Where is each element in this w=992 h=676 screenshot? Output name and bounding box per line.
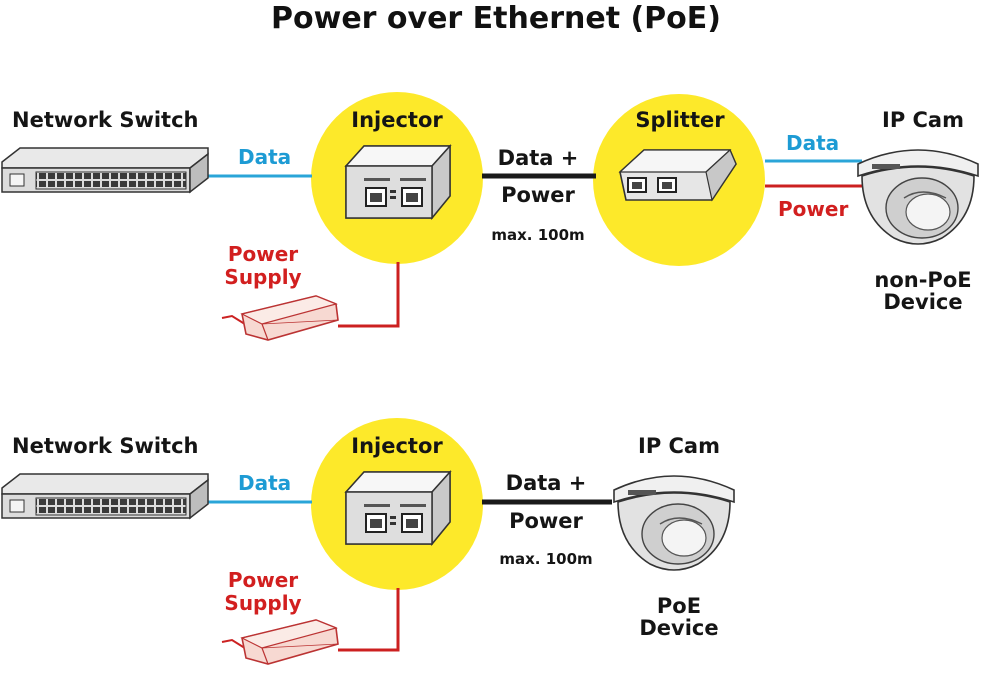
top-network-switch-icon <box>1 147 209 193</box>
diagram-title: Power over Ethernet (PoE) <box>271 1 721 36</box>
top-switch-label: Network Switch <box>12 108 199 132</box>
top-setup <box>1 92 979 341</box>
top-power-supply-line <box>338 262 400 328</box>
top-splitter-power-label: Power <box>778 197 849 221</box>
bottom-device-label-2: Device <box>639 616 719 640</box>
bottom-distance-label: max. 100m <box>499 550 593 568</box>
bottom-ip-camera-icon <box>613 475 735 571</box>
top-camera-label: IP Cam <box>882 108 964 132</box>
top-combined-label-2: Power <box>501 183 575 207</box>
top-power-supply-label-1: Power <box>227 242 299 266</box>
bottom-injector-icon <box>345 471 451 545</box>
top-combined-label-1: Data + <box>497 146 579 170</box>
top-device-label-1: non-PoE <box>874 268 972 292</box>
bottom-power-supply-label-2: Supply <box>224 591 302 615</box>
bottom-combined-label-2: Power <box>509 509 583 533</box>
top-data-label: Data <box>238 145 292 169</box>
bottom-power-supply-icon <box>221 619 339 665</box>
bottom-network-switch-icon <box>1 473 209 519</box>
bottom-device-label-1: PoE <box>656 594 702 618</box>
bottom-data-label: Data <box>238 471 292 495</box>
top-ip-camera-icon <box>857 149 979 245</box>
top-splitter-label: Splitter <box>635 108 725 132</box>
bottom-setup <box>1 418 735 665</box>
top-power-supply-icon <box>221 295 339 341</box>
top-device-label-2: Device <box>883 290 963 314</box>
top-injector-icon <box>345 145 451 219</box>
top-splitter-icon <box>618 148 737 202</box>
bottom-camera-label: IP Cam <box>638 434 720 458</box>
top-power-supply-label-2: Supply <box>224 265 302 289</box>
bottom-combined-label-1: Data + <box>505 471 587 495</box>
bottom-power-supply-label-1: Power <box>227 568 299 592</box>
bottom-injector-label: Injector <box>351 434 443 458</box>
bottom-switch-label: Network Switch <box>12 434 199 458</box>
top-distance-label: max. 100m <box>491 226 585 244</box>
top-splitter-data-label: Data <box>786 131 840 155</box>
bottom-power-supply-line <box>338 588 400 652</box>
top-injector-label: Injector <box>351 108 443 132</box>
